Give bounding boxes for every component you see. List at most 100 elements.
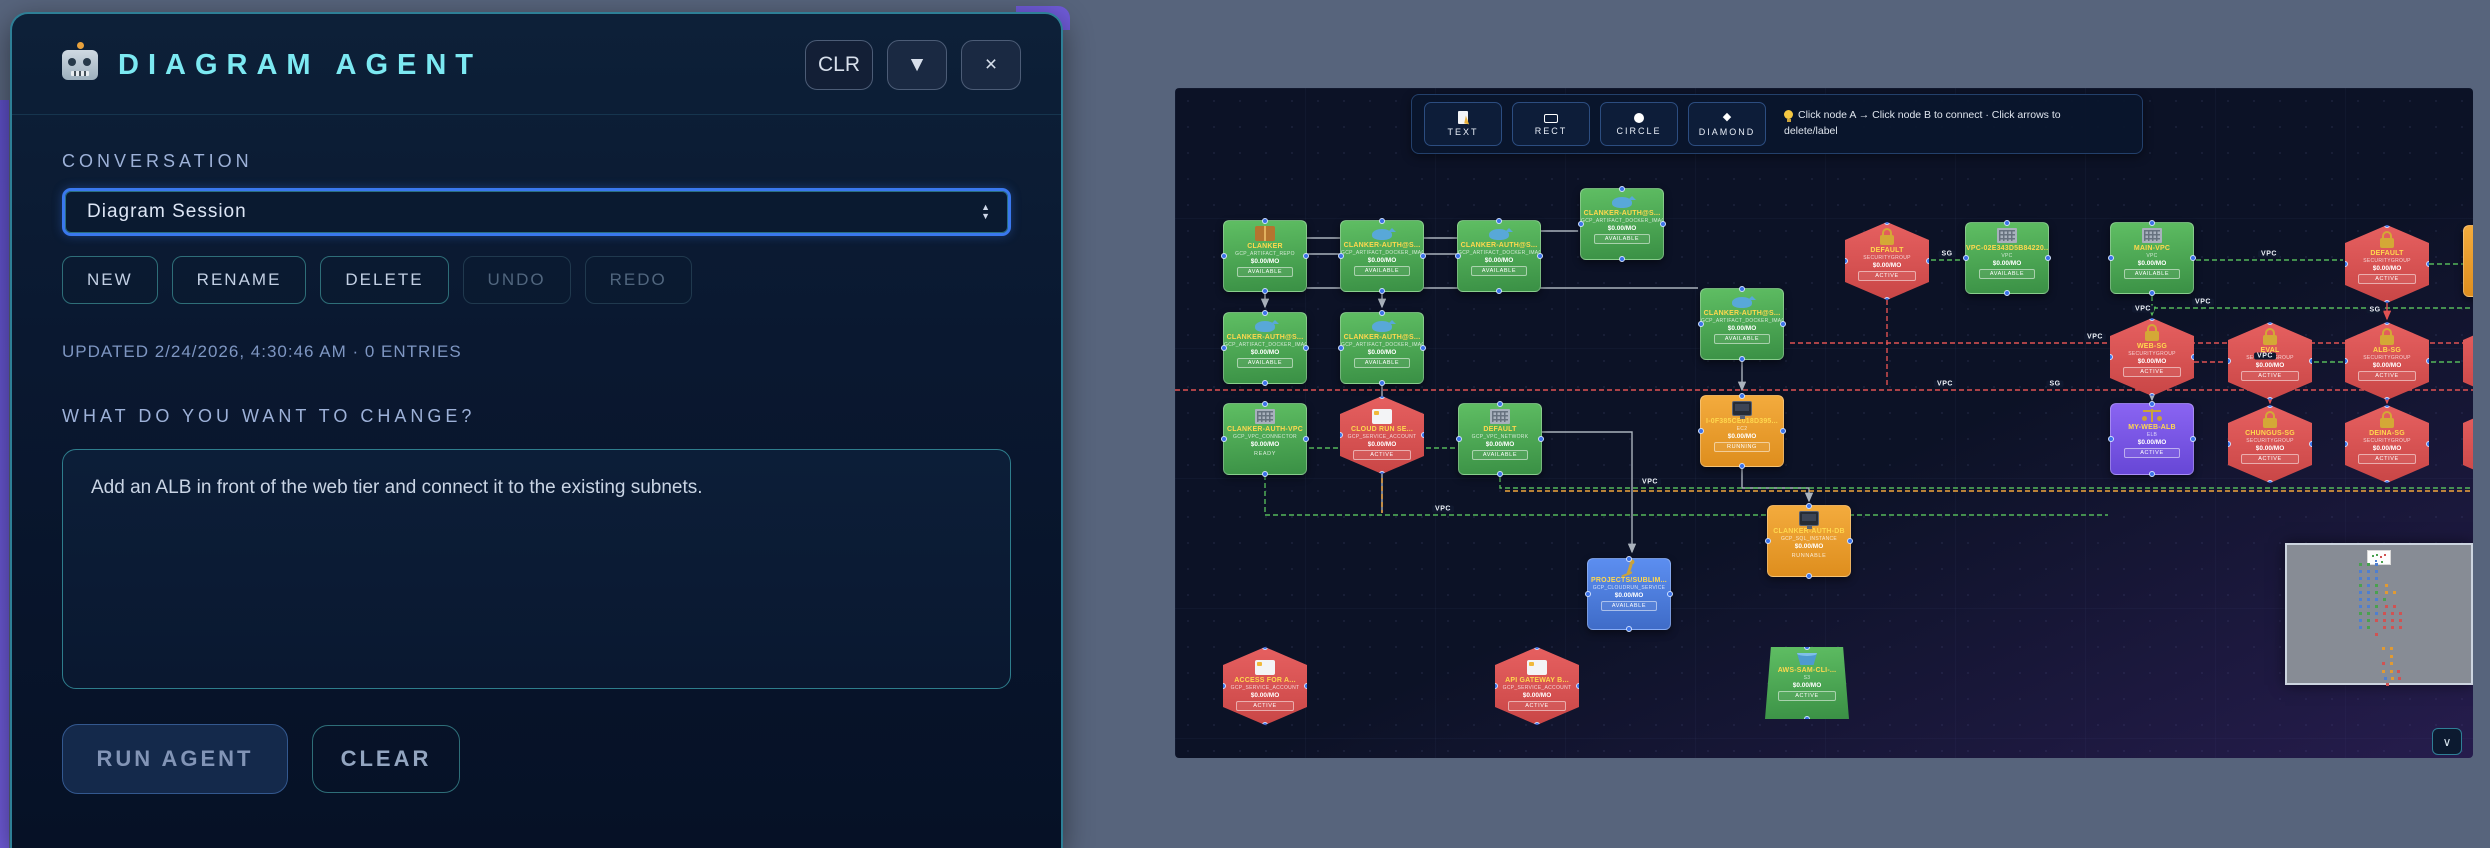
connection-point[interactable]: [1338, 345, 1344, 351]
connection-point[interactable]: [1221, 345, 1227, 351]
connection-point[interactable]: [2004, 290, 2010, 296]
rename-button[interactable]: RENAME: [171, 256, 307, 304]
connection-point[interactable]: [1660, 221, 1666, 227]
diagram-node[interactable]: [2463, 405, 2473, 483]
diagram-node-access-for-a[interactable]: ACCESS FOR A...GCP_SERVICE_ACCOUNT$0.00/…: [1223, 647, 1307, 725]
connection-point[interactable]: [1884, 222, 1890, 225]
connection-point[interactable]: [1379, 380, 1385, 386]
connection-point[interactable]: [2345, 441, 2348, 447]
connection-point[interactable]: [1496, 218, 1502, 224]
diagram-node[interactable]: [2463, 322, 2473, 400]
connection-point[interactable]: [1534, 722, 1540, 725]
clear-button[interactable]: CLEAR: [312, 725, 460, 793]
tool-rect-button[interactable]: RECT: [1512, 102, 1590, 146]
connection-point[interactable]: [1626, 556, 1632, 562]
connection-point[interactable]: [1765, 538, 1771, 544]
tool-diamond-button[interactable]: ◆DIAMOND: [1688, 102, 1766, 146]
connection-point[interactable]: [1303, 345, 1309, 351]
connection-point[interactable]: [2149, 220, 2155, 226]
undo-button[interactable]: UNDO: [462, 256, 571, 304]
connection-point[interactable]: [2384, 300, 2390, 303]
connection-point[interactable]: [2108, 255, 2114, 261]
diagram-node-clanker-auth-s[interactable]: CLANKER-AUTH@S...GCP_ARTIFACT_DOCKER_IMA…: [1578, 186, 1666, 262]
connection-point[interactable]: [2110, 354, 2113, 360]
connection-point[interactable]: [1497, 471, 1503, 477]
connection-point[interactable]: [1420, 253, 1426, 259]
connection-point[interactable]: [1303, 253, 1309, 259]
connection-point[interactable]: [1221, 436, 1227, 442]
connection-point[interactable]: [2267, 322, 2273, 325]
connection-point[interactable]: [2149, 318, 2155, 321]
connection-point[interactable]: [2309, 358, 2312, 364]
connection-point[interactable]: [1804, 716, 1810, 719]
edge-label[interactable]: VPC: [1934, 380, 1956, 388]
connection-point[interactable]: [1262, 401, 1268, 407]
new-button[interactable]: NEW: [62, 256, 158, 304]
connection-point[interactable]: [2267, 405, 2273, 408]
run-agent-button[interactable]: RUN AGENT: [62, 724, 288, 794]
connection-point[interactable]: [1538, 436, 1544, 442]
connection-point[interactable]: [2426, 358, 2429, 364]
connection-point[interactable]: [1619, 186, 1625, 192]
conversation-select[interactable]: Diagram Session ▲▼: [62, 188, 1011, 236]
connection-point[interactable]: [1303, 436, 1309, 442]
connection-point[interactable]: [2228, 441, 2231, 447]
connection-point[interactable]: [2426, 441, 2429, 447]
connection-point[interactable]: [1338, 253, 1344, 259]
connection-point[interactable]: [1780, 428, 1786, 434]
scroll-down-button[interactable]: ∨: [2432, 728, 2462, 755]
connection-point[interactable]: [1262, 288, 1268, 294]
edge-label[interactable]: SG: [2046, 380, 2064, 388]
connection-point[interactable]: [2191, 354, 2194, 360]
connection-point[interactable]: [1379, 310, 1385, 316]
connection-point[interactable]: [2149, 401, 2155, 407]
delete-button[interactable]: DELETE: [320, 256, 449, 304]
connection-point[interactable]: [1806, 573, 1812, 579]
connection-point[interactable]: [1262, 380, 1268, 386]
diagram-node[interactable]: [2463, 225, 2473, 297]
connection-point[interactable]: [1379, 471, 1385, 474]
minimap[interactable]: [2285, 543, 2473, 686]
connection-point[interactable]: [1221, 253, 1227, 259]
connection-point[interactable]: [1340, 432, 1343, 438]
connection-point[interactable]: [2190, 436, 2196, 442]
connection-point[interactable]: [1379, 396, 1385, 399]
connection-point[interactable]: [1619, 256, 1625, 262]
close-button[interactable]: ×: [961, 40, 1021, 90]
edge-label[interactable]: VPC: [1639, 478, 1661, 486]
tool-text-button[interactable]: TEXT: [1424, 102, 1502, 146]
connection-point[interactable]: [2384, 322, 2390, 325]
connection-point[interactable]: [2108, 436, 2114, 442]
connection-point[interactable]: [1845, 258, 1848, 264]
connection-point[interactable]: [1497, 401, 1503, 407]
connection-point[interactable]: [1963, 255, 1969, 261]
connection-point[interactable]: [1847, 538, 1853, 544]
connection-point[interactable]: [1585, 591, 1591, 597]
prompt-input[interactable]: Add an ALB in front of the web tier and …: [62, 449, 1011, 689]
connection-point[interactable]: [2267, 480, 2273, 483]
connection-point[interactable]: [2267, 397, 2273, 400]
connection-point[interactable]: [1304, 683, 1307, 689]
edge-label[interactable]: VPC: [2254, 352, 2276, 360]
connection-point[interactable]: [2149, 393, 2155, 396]
connection-point[interactable]: [2149, 471, 2155, 477]
edge-label[interactable]: VPC: [2084, 333, 2106, 341]
connection-point[interactable]: [2190, 255, 2196, 261]
connection-point[interactable]: [1739, 393, 1745, 399]
collapse-button[interactable]: ▼: [887, 40, 947, 90]
connection-point[interactable]: [1578, 221, 1584, 227]
edge-label[interactable]: VPC: [2132, 305, 2154, 313]
diagram-node-clanker-auth-s[interactable]: CLANKER-AUTH@S...GCP_ARTIFACT_DOCKER_IMA…: [1698, 286, 1786, 362]
diagram-node-api-gateway-b[interactable]: API GATEWAY B...GCP_SERVICE_ACCOUNT$0.00…: [1495, 647, 1579, 725]
connection-point[interactable]: [2149, 290, 2155, 296]
connection-point[interactable]: [1739, 356, 1745, 362]
connection-point[interactable]: [1698, 428, 1704, 434]
